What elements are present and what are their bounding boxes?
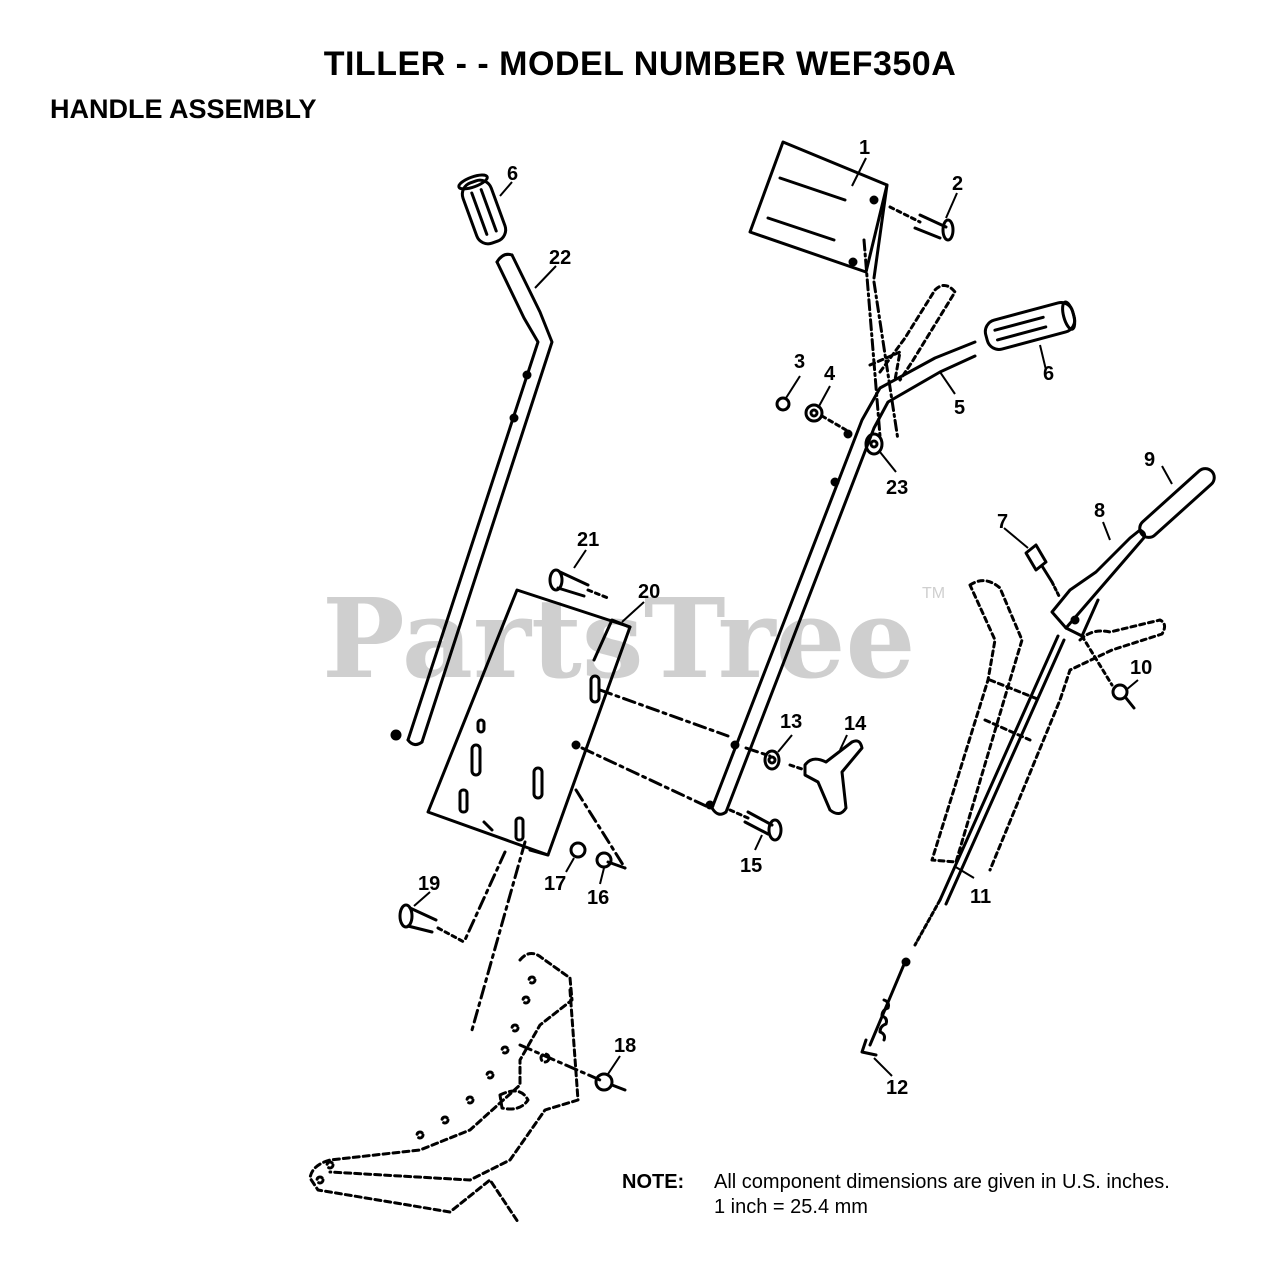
page-title: TILLER - - MODEL NUMBER WEF350A [323,45,957,83]
callout-17: 17 [544,873,566,895]
shift-rod [860,634,1066,1057]
note-label: NOTE: [622,1171,685,1193]
shift-lever-handle [1050,528,1147,638]
callout-1: 1 [859,137,870,159]
callout-21: 21 [577,529,599,551]
callout-13: 13 [780,711,802,733]
shift-lever-grip [1138,467,1216,539]
callout-2: 2 [952,173,963,195]
shift-nut [1080,634,1136,710]
callout-4: 4 [824,363,836,385]
note-line-1: All component dimensions are given in U.… [714,1171,1170,1193]
note-line-2: 1 inch = 25.4 mm [714,1196,868,1218]
watermark-brand: PartsTree [322,574,916,703]
panel-bolt [888,205,955,242]
plate-nuts [569,841,627,870]
section-title: HANDLE ASSEMBLY [50,94,317,124]
callout-22: 22 [549,247,571,269]
callout-16: 16 [587,887,609,909]
callout-3: 3 [794,351,805,373]
frame-nut [594,1072,627,1092]
tiller-frame [308,952,580,1224]
callout-23: 23 [886,477,908,499]
callout-6-right: 6 [1043,363,1054,385]
callout-11: 11 [970,886,991,908]
right-handle-tube [705,340,977,816]
frame-bolt [398,903,466,944]
right-handle-grip [983,300,1077,351]
plate-top-bolt [548,568,610,600]
watermark-trademark: TM [922,585,945,602]
left-handle-tube [390,252,554,747]
callout-15: 15 [740,855,762,877]
callout-18: 18 [614,1035,636,1057]
callout-12: 12 [886,1077,908,1099]
note-body: All component dimensions are given in U.… [714,1170,1170,1220]
shift-handle-dashed [930,579,1167,872]
shift-bolt [1024,543,1062,600]
callout-6-left: 6 [507,163,518,185]
callout-8: 8 [1094,500,1105,522]
callout-5: 5 [954,397,965,419]
plate-lower-bolt [728,808,783,842]
callout-7: 7 [997,511,1008,533]
callout-20: 20 [638,581,660,603]
callout-19: 19 [418,873,440,895]
center-dashed-lines [462,688,772,1082]
dimension-note: NOTE: All component dimensions are given … [622,1170,1170,1220]
callout-14: 14 [844,713,867,735]
upper-panel-bracket [748,140,889,280]
left-handle-grip [457,173,508,246]
handle-dashed-outline [868,284,957,382]
callout-10: 10 [1130,657,1152,679]
knob-assembly [763,739,864,815]
handle-washers [775,238,900,456]
callout-9: 9 [1144,449,1155,471]
handle-mounting-plate [426,588,632,857]
